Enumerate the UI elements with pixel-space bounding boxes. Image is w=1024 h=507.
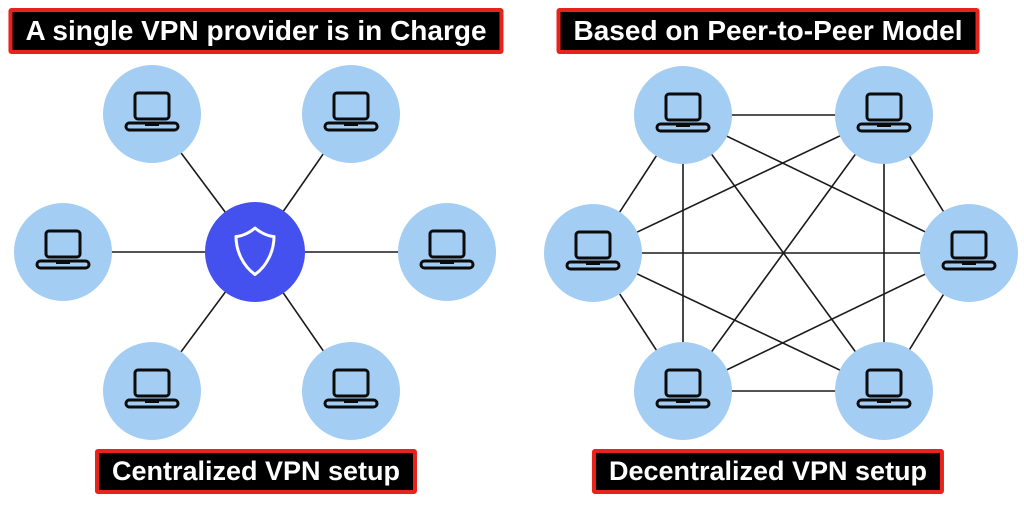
network-edge	[592, 252, 885, 392]
laptop-icon	[856, 92, 912, 133]
network-edge	[682, 252, 970, 392]
laptop-icon	[124, 91, 180, 132]
computer-node	[835, 342, 933, 440]
computer-node	[634, 66, 732, 164]
decentralized-network-graphic	[544, 66, 1018, 440]
panel-caption: Decentralized VPN setup	[591, 448, 945, 494]
edges	[592, 114, 970, 392]
laptop-icon	[856, 368, 912, 409]
decentralized-vpn-panel: Based on Peer-to-Peer Model Decentralize…	[512, 0, 1024, 507]
computer-node	[103, 65, 201, 163]
shield-icon	[234, 226, 276, 276]
computer-node	[920, 204, 1018, 302]
computer-node	[835, 66, 933, 164]
laptop-icon	[419, 229, 475, 270]
computer-node	[302, 65, 400, 163]
panel-title: A single VPN provider is in Charge	[8, 8, 504, 55]
vpn-hub-node	[205, 202, 305, 302]
centralized-network-graphic	[14, 65, 496, 440]
laptop-icon	[323, 368, 379, 409]
computer-node	[634, 342, 732, 440]
computer-node	[302, 342, 400, 440]
computer-node	[398, 203, 496, 301]
laptop-icon	[565, 230, 621, 271]
centralized-vpn-panel: A single VPN provider is in Charge Centr…	[8, 8, 504, 494]
computer-node	[544, 204, 642, 302]
laptop-icon	[655, 92, 711, 133]
panel-title: Based on Peer-to-Peer Model	[556, 8, 980, 55]
laptop-icon	[941, 230, 997, 271]
laptop-icon	[655, 368, 711, 409]
computer-node	[14, 203, 112, 301]
laptop-icon	[35, 229, 91, 270]
network-edge	[592, 114, 885, 254]
laptop-icon	[323, 91, 379, 132]
network-edge	[682, 114, 970, 254]
panel-caption: Centralized VPN setup	[94, 448, 418, 494]
laptop-icon	[124, 368, 180, 409]
computer-node	[103, 342, 201, 440]
